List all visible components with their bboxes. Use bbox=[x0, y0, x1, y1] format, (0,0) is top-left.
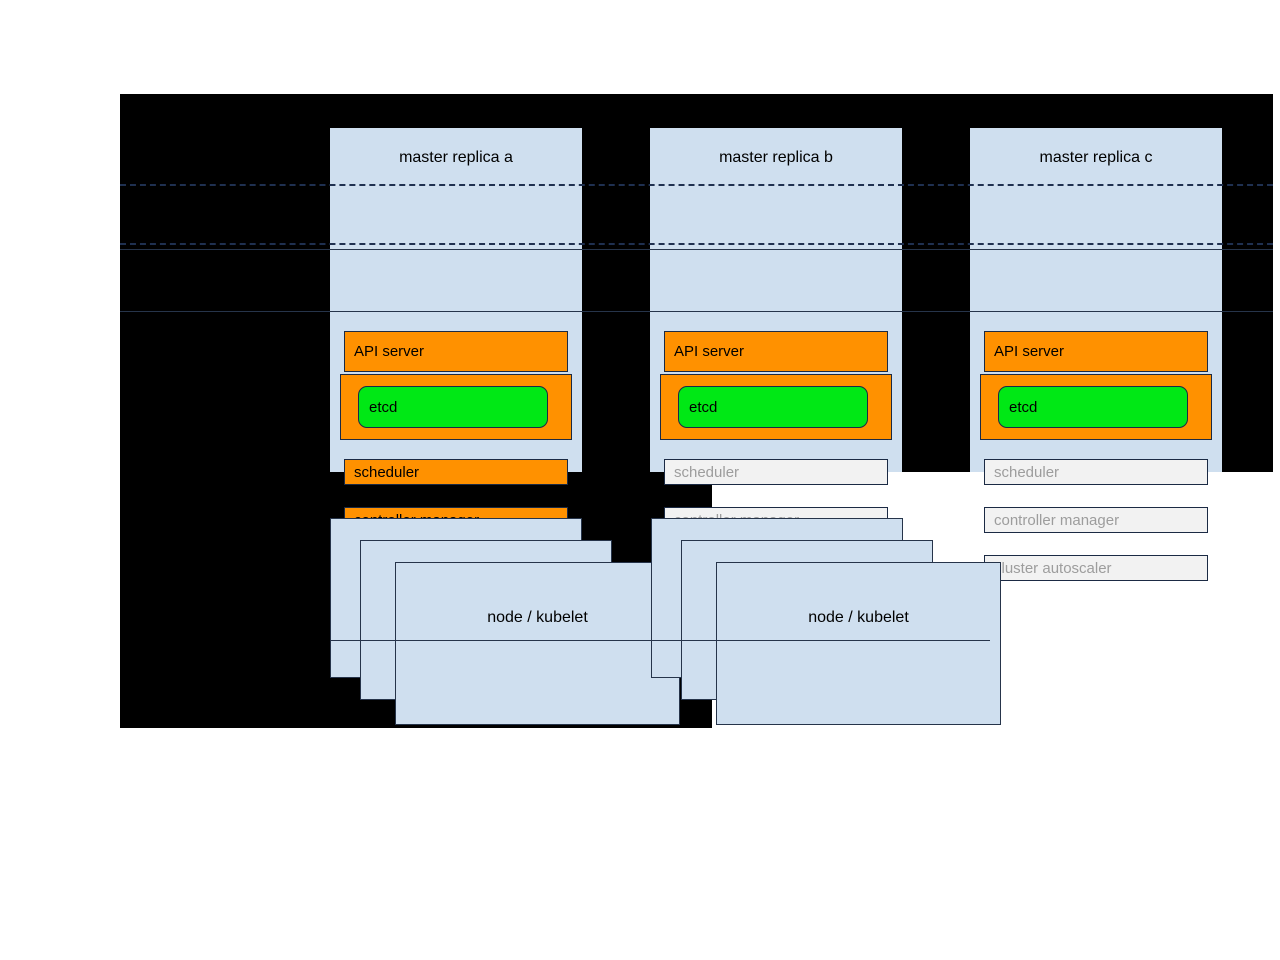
node-label: node / kubelet bbox=[487, 609, 588, 626]
controller-manager-box-c[interactable]: controller manager bbox=[984, 507, 1208, 533]
master-replica-title-a: master replica a bbox=[399, 149, 513, 166]
node-label: node / kubelet bbox=[808, 609, 909, 626]
etcd-container-b: etcd bbox=[660, 374, 892, 440]
divider-node-row bbox=[330, 640, 990, 641]
scheduler-box-a[interactable]: scheduler bbox=[344, 459, 568, 485]
api-server-box-a[interactable]: API server bbox=[344, 331, 568, 372]
master-replica-title-b: master replica b bbox=[719, 149, 833, 166]
etcd-box-b[interactable]: etcd bbox=[678, 386, 868, 428]
api-server-box-b[interactable]: API server bbox=[664, 331, 888, 372]
etcd-box-a[interactable]: etcd bbox=[358, 386, 548, 428]
api-server-box-c[interactable]: API server bbox=[984, 331, 1208, 372]
etcd-container-a: etcd bbox=[340, 374, 572, 440]
node-card-front[interactable]: node / kubelet bbox=[716, 562, 1001, 725]
master-replica-title-c: master replica c bbox=[1039, 149, 1153, 166]
etcd-box-c[interactable]: etcd bbox=[998, 386, 1188, 428]
etcd-container-c: etcd bbox=[980, 374, 1212, 440]
master-replica-panel-c[interactable]: master replica c API server etcd schedul… bbox=[970, 128, 1222, 581]
scheduler-box-c[interactable]: scheduler bbox=[984, 459, 1208, 485]
master-replica-panel-a[interactable]: master replica a API server etcd schedul… bbox=[330, 128, 582, 581]
scheduler-box-b[interactable]: scheduler bbox=[664, 459, 888, 485]
node-card-front[interactable]: node / kubelet bbox=[395, 562, 680, 725]
cluster-autoscaler-box-c[interactable]: cluster autoscaler bbox=[984, 555, 1208, 581]
master-replica-panel-b[interactable]: master replica b API server etcd schedul… bbox=[650, 128, 902, 581]
